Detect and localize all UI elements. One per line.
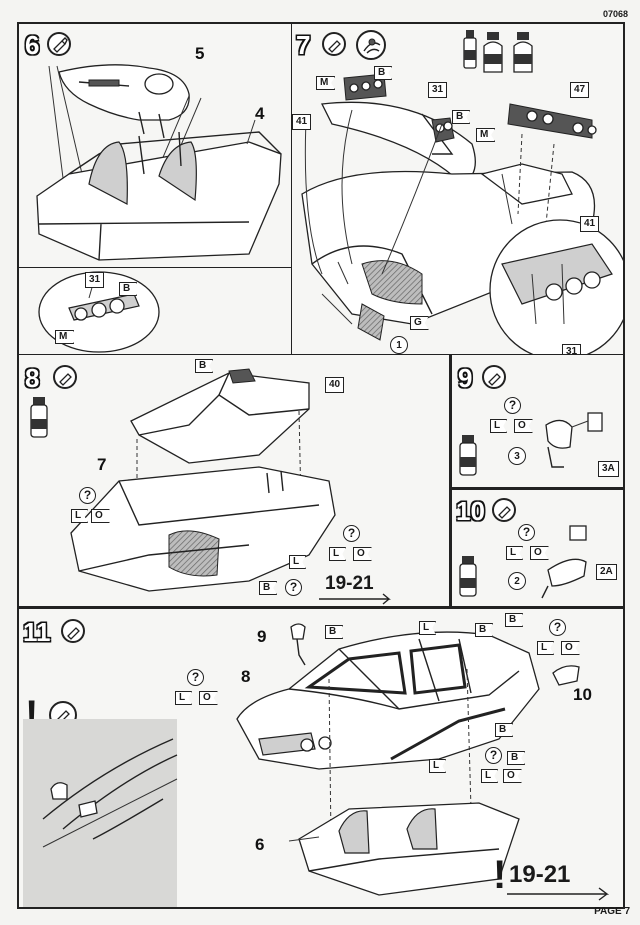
paint-question-icon: ? — [549, 619, 566, 636]
part-circle: 1 — [390, 336, 408, 354]
part-callout: 2A — [596, 564, 617, 580]
part-callout: 31 — [85, 272, 105, 288]
part-callout: 41 — [292, 114, 312, 130]
part-callout: 31 — [562, 344, 582, 354]
color-flag: O — [91, 509, 110, 523]
part-number: 9 — [257, 627, 267, 646]
step-number: 10 — [456, 496, 485, 526]
part-callout: 31 — [428, 82, 448, 98]
document-code: 07068 — [602, 9, 628, 19]
part-circle: 2 — [508, 572, 526, 590]
color-flag: O — [530, 546, 549, 560]
step-number: 7 — [296, 30, 311, 60]
step-number: 9 — [458, 363, 473, 393]
paint-question-icon: ? — [79, 487, 96, 504]
step-6-panel: 6 5 4 — [17, 22, 293, 269]
part-number: 6 — [255, 835, 265, 854]
paint-question-icon: ? — [187, 669, 204, 686]
color-flag: B — [374, 66, 393, 80]
step-8-panel: 8 7 B 40 ? L O ? L O L B ? 19-21 — [17, 355, 451, 608]
paint-question-icon: ? — [485, 747, 502, 764]
step-10-panel: 10 ? L O 2 2A — [450, 488, 625, 608]
warning-mark: ! — [493, 853, 507, 897]
glue-tube-icon — [47, 32, 71, 56]
paint-question-icon: ? — [518, 524, 535, 541]
mirror-part-drawing — [545, 412, 603, 468]
dashboard-part-drawing — [36, 64, 282, 261]
step-11-panel: 11 ! 9 8 10 6 B — [17, 607, 625, 909]
step-7-panel: 7 — [292, 22, 625, 356]
paint-question-icon: ? — [285, 579, 302, 596]
part-callout: 47 — [570, 82, 590, 98]
part-callout: 41 — [580, 216, 600, 232]
part-number: 7 — [97, 455, 107, 474]
part-callout: 40 — [325, 377, 345, 393]
page-number: PAGE 7 — [594, 906, 630, 917]
car-body-drawing — [236, 623, 580, 896]
glue-tube-icon — [53, 365, 77, 389]
part-number: 5 — [195, 44, 205, 63]
step-number: 8 — [25, 363, 40, 393]
step-number: 6 — [25, 30, 40, 60]
part-number: 10 — [573, 685, 592, 704]
step-6-inset: 31 B M — [17, 268, 293, 356]
step-reference-arrow: 19-21 — [509, 861, 571, 888]
step-9-panel: 9 ? L O 3 3A — [450, 355, 625, 489]
paint-question-icon: ? — [343, 525, 360, 542]
step-number: 11 — [23, 617, 51, 647]
decal-icon — [356, 30, 386, 60]
mirror-part-drawing — [541, 525, 587, 599]
windshield-detail-drawing — [23, 719, 178, 907]
instrument-panel-drawing — [301, 73, 623, 354]
glue-tube-icon — [492, 498, 516, 522]
color-flag: B — [507, 751, 526, 765]
glue-tube-icon — [322, 32, 346, 56]
glue-tube-icon — [482, 365, 506, 389]
paint-question-icon: ? — [504, 397, 521, 414]
glue-tube-icon — [61, 619, 85, 643]
part-number: 8 — [241, 667, 251, 686]
part-number: 4 — [255, 104, 265, 123]
color-flag: L — [419, 621, 437, 635]
step-reference-arrow: 19-21 — [325, 573, 374, 594]
part-circle: 3 — [508, 447, 526, 465]
color-flag: L — [429, 759, 447, 773]
part-callout: 3A — [598, 461, 619, 477]
floor-pan-drawing — [70, 368, 336, 592]
